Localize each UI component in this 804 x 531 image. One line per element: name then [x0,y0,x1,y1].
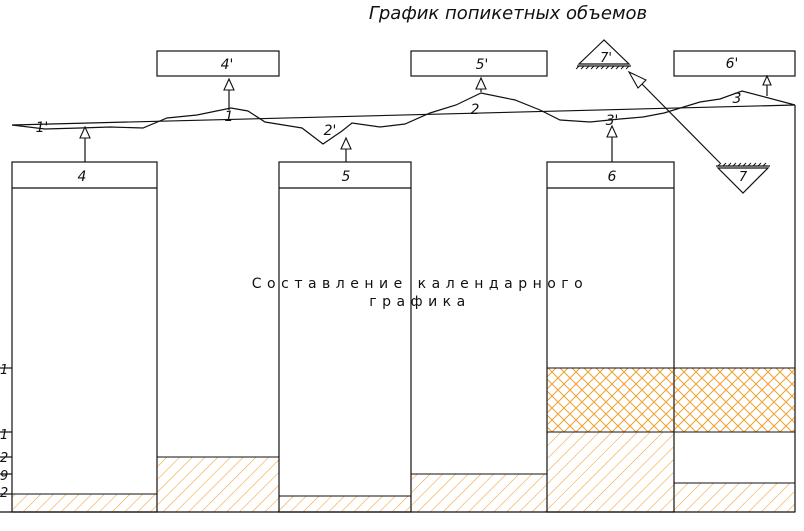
arrow-from-5 [340,136,352,162]
triangle-7-label: 7 [739,170,748,185]
diagram-title: График попикетных объемов [369,3,647,24]
column-gap-3 [673,105,796,513]
profile-label-2: 2 [471,102,480,118]
profile-label-1-prime: 1' [36,120,49,136]
center-label-line1: Составление календарного [252,276,588,292]
column-gap-1 [156,456,280,513]
column-5: 5 [278,161,412,513]
arrow-to-4-prime [223,77,235,110]
box-6-prime-label: 6' [726,56,739,72]
profile-label-3: 3 [733,91,742,107]
column-gap-2 [410,473,548,513]
reference-line [11,104,796,126]
left-label-a: 1 [0,363,8,378]
box-4-prime-label: 4' [221,57,234,73]
arrow-to-6-prime [762,74,772,96]
triangle-7-prime-label: 7' [600,51,612,66]
triangle-7: 7 [716,162,770,194]
arrow-from-6 [606,124,618,162]
profile-label-3-prime: 3' [606,113,619,129]
ground-profile [11,90,796,145]
box-5-prime: 5' [410,50,548,77]
left-label-d: 9 [0,469,8,484]
profile-label-2-prime: 2' [324,123,337,139]
arrow-from-4 [79,125,91,162]
column-4-label: 4 [78,169,87,185]
column-5-label: 5 [342,169,351,185]
left-axis-labels: 1 1 2 9 2 [0,363,12,501]
profile-label-1: 1 [225,109,234,125]
triangle-7-prime: 7' [575,39,631,70]
column-6-label: 6 [608,169,617,185]
arrow-to-5-prime [475,76,487,92]
column-6: 6 [546,161,675,513]
left-label-e: 2 [0,486,8,501]
box-4-prime: 4' [156,50,280,77]
left-label-b: 1 [0,428,8,443]
center-label-line2: графика [369,294,470,310]
box-6-prime: 6' [673,50,796,77]
column-4: 4 [11,161,158,513]
box-5-prime-label: 5' [476,57,489,73]
arrow-7-to-7-prime [627,70,721,164]
left-label-c: 2 [0,451,8,466]
